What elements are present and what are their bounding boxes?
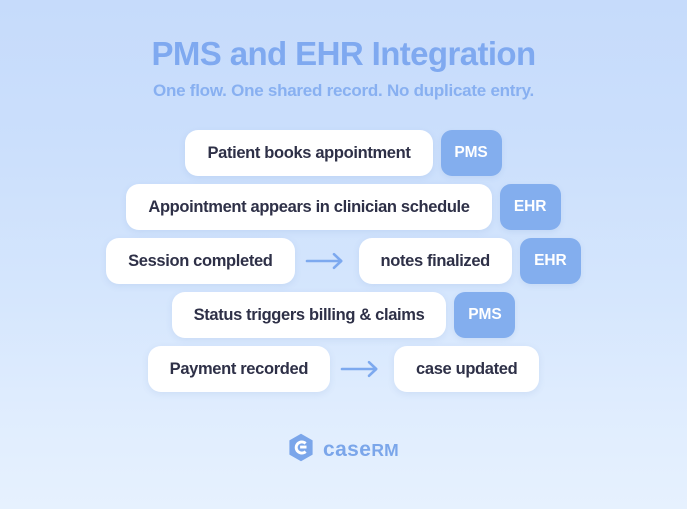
page-subtitle: One flow. One shared record. No duplicat…	[153, 80, 534, 100]
system-badge-label: EHR	[513, 198, 547, 216]
flow-row: Appointment appears in clinician schedul…	[126, 184, 561, 231]
system-badge-label: PMS	[468, 306, 502, 324]
system-badge: EHR	[519, 238, 581, 285]
flow-card: Patient books appointment	[185, 130, 433, 177]
flow-card: Session completed	[106, 238, 295, 285]
caserm-hexagon-logo-icon	[288, 433, 314, 467]
logo-word-primary: case	[323, 438, 372, 462]
flow-row: Payment recorded case updated	[147, 346, 540, 393]
flow-card: Payment recorded	[147, 346, 331, 393]
arrow-right-icon	[303, 250, 351, 272]
header: PMS and EHR Integration One flow. One sh…	[0, 0, 687, 101]
flow-card-label: Payment recorded	[169, 359, 309, 378]
system-badge-label: PMS	[454, 144, 488, 162]
flow-card: Status triggers billing & claims	[171, 292, 447, 339]
flow-row: Patient books appointment PMS	[185, 130, 502, 177]
flow-card-label: Appointment appears in clinician schedul…	[148, 197, 470, 216]
flow-card-label: Patient books appointment	[207, 143, 411, 162]
arrow-right-icon	[338, 358, 386, 380]
system-badge: PMS	[440, 130, 502, 177]
flow-card-label: case updated	[416, 359, 518, 378]
flow-card-label: notes finalized	[380, 251, 491, 270]
logo-word-secondary: RM	[371, 440, 399, 461]
flow-row: Status triggers billing & claims PMS	[171, 292, 516, 339]
flow-card-label: Session completed	[128, 251, 273, 270]
flow-card-label: Status triggers billing & claims	[193, 305, 425, 324]
flow-card: notes finalized	[358, 238, 512, 285]
flow-card: case updated	[394, 346, 540, 393]
flow-card: Appointment appears in clinician schedul…	[126, 184, 492, 231]
system-badge-label: EHR	[534, 252, 567, 270]
system-badge: PMS	[454, 292, 516, 339]
system-badge: EHR	[499, 184, 561, 231]
flow-diagram: Patient books appointment PMS Appointmen…	[0, 130, 687, 393]
flow-row: Session completed notes finalized EHR	[106, 238, 581, 285]
page-title: PMS and EHR Integration	[151, 35, 536, 72]
